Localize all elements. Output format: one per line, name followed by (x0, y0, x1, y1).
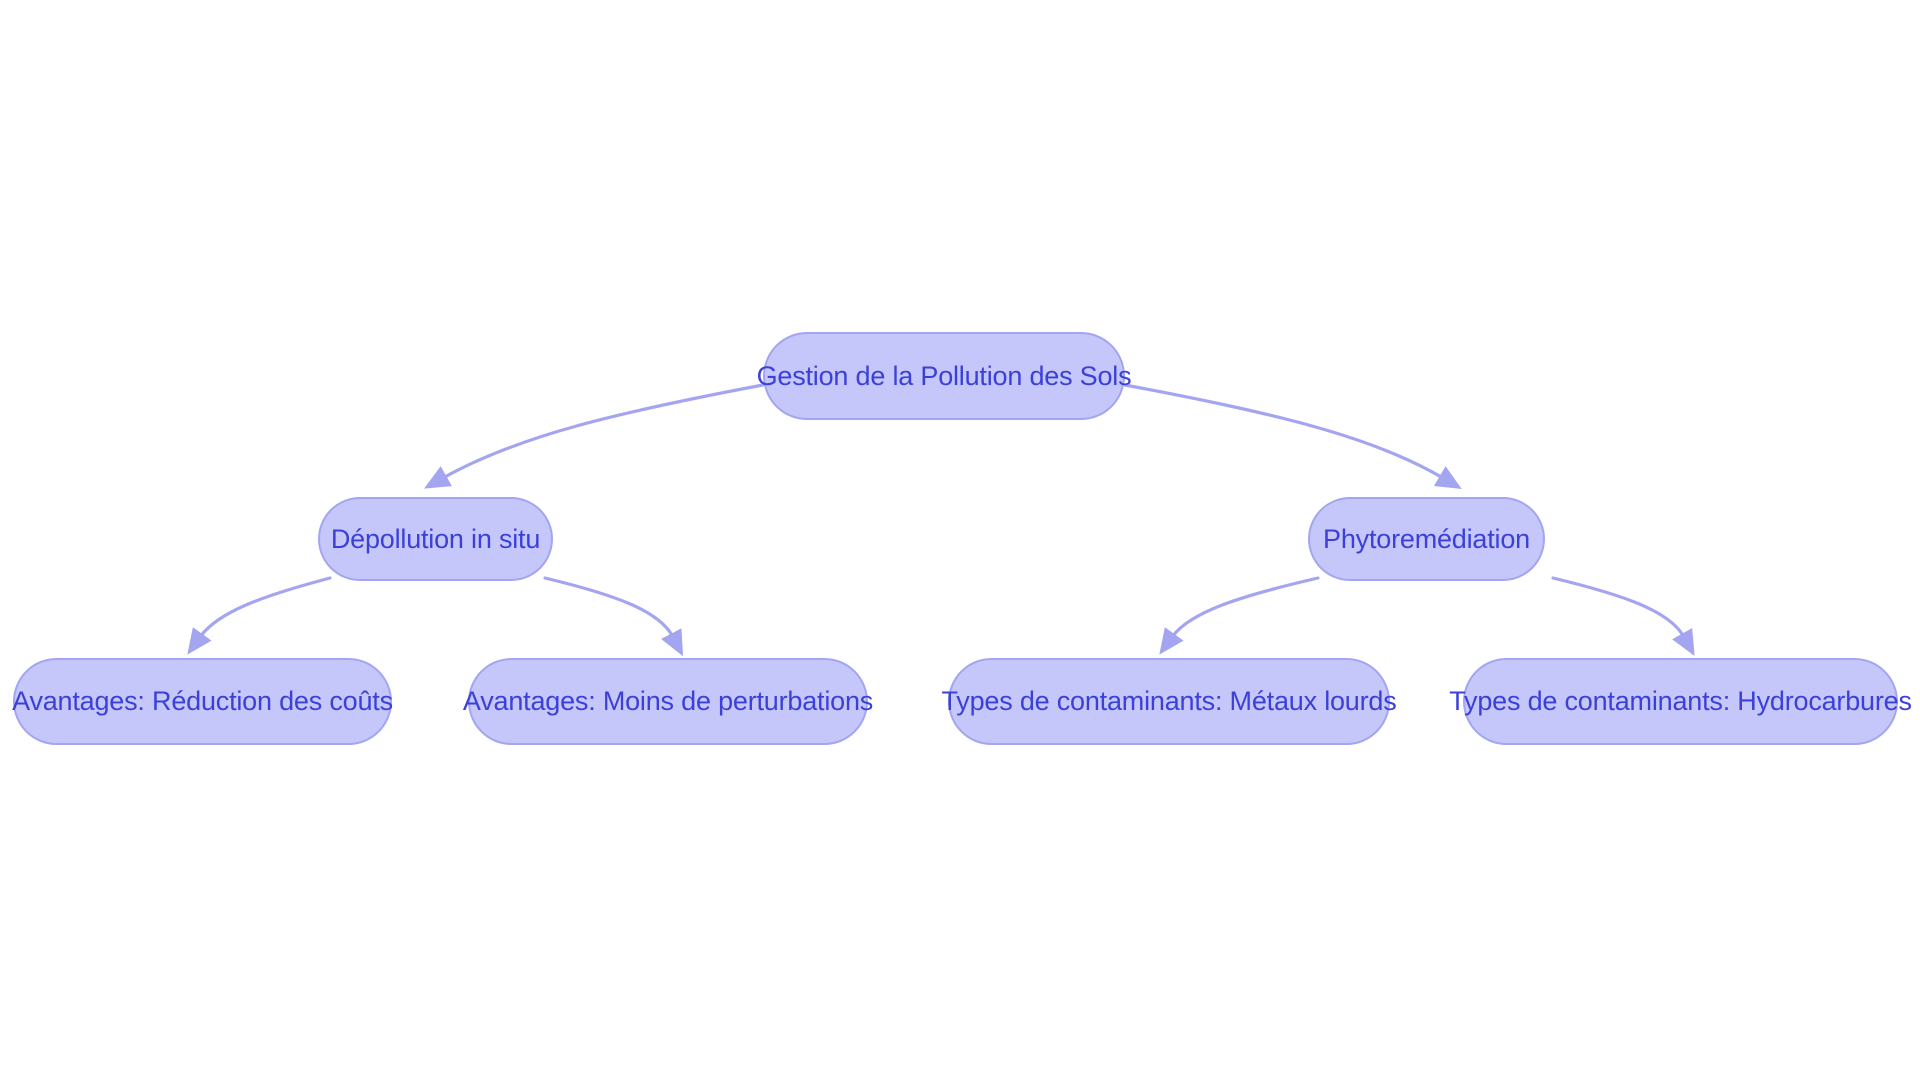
node-root-label: Gestion de la Pollution des Sols (756, 360, 1132, 391)
edge-root-to-branch-right (1123, 383, 1462, 490)
node-leaf-1-label: Avantages: Réduction des coûts (12, 686, 393, 716)
node-leaf-1[interactable]: Avantages: Réduction des coûts (12, 658, 393, 745)
node-root[interactable]: Gestion de la Pollution des Sols (757, 332, 1132, 420)
node-leaf-3[interactable]: Types de contaminants: Métaux lourds (941, 658, 1397, 745)
node-branch-right[interactable]: Phytoremédiation (1308, 497, 1545, 581)
node-leaf-2-label: Avantages: Moins de perturbations (462, 686, 874, 716)
edge-root-to-branch-left (423, 383, 765, 489)
node-branch-right-label: Phytoremédiation (1323, 523, 1530, 554)
edge-branch-right-to-leaf-4 (1551, 576, 1695, 656)
node-branch-left-label: Dépollution in situ (330, 523, 541, 554)
edge-branch-left-to-leaf-1 (187, 576, 332, 655)
node-leaf-4-label: Types de contaminants: Hydrocarbures (1449, 686, 1912, 716)
node-leaf-4[interactable]: Types de contaminants: Hydrocarbures (1449, 658, 1912, 745)
node-leaf-3-label: Types de contaminants: Métaux lourds (941, 686, 1397, 716)
node-leaf-2[interactable]: Avantages: Moins de perturbations (463, 658, 873, 745)
edge-branch-right-to-leaf-3 (1159, 576, 1320, 655)
node-branch-left[interactable]: Dépollution in situ (318, 497, 553, 581)
edge-branch-left-to-leaf-2 (543, 576, 684, 657)
